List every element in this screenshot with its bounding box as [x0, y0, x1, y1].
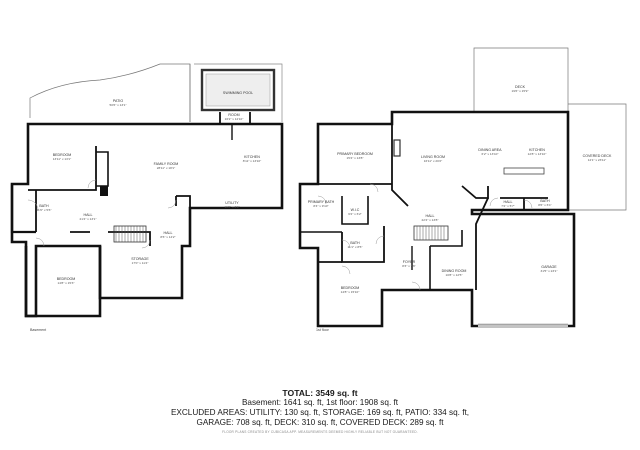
deck-outline — [473, 47, 569, 112]
stair-block — [96, 151, 109, 187]
label-living: LIVING ROOM — [421, 155, 445, 159]
label-wic: W.I.C — [351, 208, 360, 212]
dim-bath-b: 11'6" x 5'6" — [36, 208, 51, 212]
garage-entry-wall — [475, 197, 489, 290]
dim-wic: 6'2" x 6'2" — [348, 212, 362, 216]
patio-outline — [29, 63, 191, 122]
dim-hall2-1f: 7'2" x 5'7" — [501, 204, 515, 208]
label-pool: SWIMMING POOL — [223, 91, 253, 95]
floor-label-basement: Basement — [30, 328, 46, 332]
dim-hall2-b: 8'6" x 14'2" — [160, 235, 175, 239]
dim-deck: 19'6" x 15'9" — [512, 89, 529, 93]
dim-primary-bath: 8'4" x 9'10" — [313, 204, 328, 208]
label-foyer: FOYER — [403, 260, 416, 264]
room-walls — [219, 112, 251, 124]
floor-plan-drawing: PATIO 50'6" x 13'1" SWIMMING POOL ROOM 1… — [10, 47, 627, 332]
label-deck: DECK — [515, 85, 526, 89]
first-outer-walls — [298, 110, 576, 328]
basement-left-wall — [10, 184, 36, 234]
basement-door-swings — [27, 179, 177, 249]
label-kitchen-1f: KITCHEN — [529, 148, 545, 152]
label-covered-deck: COVERED DECK — [583, 154, 612, 158]
dim-bedroom2: 14'8" x 15'3" — [58, 281, 75, 285]
kitchen-island — [503, 167, 545, 175]
label-primary-bath: PRIMARY BATH — [308, 200, 335, 204]
dim-primary-bedroom: 15'4" x 13'8" — [347, 156, 364, 160]
label-bedroom-1f: BEDROOM — [341, 286, 360, 290]
dim-storage: 17'0" x 11'4" — [132, 261, 149, 265]
pool-surround — [194, 63, 283, 122]
wic-wall — [341, 196, 369, 225]
excluded-areas-1: EXCLUDED AREAS: UTILITY: 130 sq. ft, STO… — [170, 408, 470, 418]
dim-dining-room: 10'8" x 12'5" — [446, 273, 463, 277]
utility-wall — [175, 195, 191, 208]
dim-foyer: 8'3" x 7'6" — [402, 264, 416, 268]
area-summary: TOTAL: 3549 sq. ft Basement: 1641 sq. ft… — [0, 388, 640, 435]
kitchen-hall-wall — [500, 197, 548, 210]
living-right-angle — [461, 185, 489, 199]
dim-bath-1f: 11'1" x 8'5" — [347, 245, 362, 249]
label-bedroom1: BEDROOM — [53, 153, 72, 157]
label-hall2-1f: HALL — [504, 200, 513, 204]
disclaimer: FLOOR PLANS CREATED BY CUBICASA APP. MEA… — [222, 429, 418, 434]
dim-dining-area: 6'2" x 13'10" — [482, 152, 499, 156]
hall-wall — [70, 231, 151, 246]
basement-stairs — [113, 225, 147, 243]
label-hall2-b: HALL — [164, 231, 173, 235]
bath-wall-1f — [341, 226, 385, 263]
label-bath-1f: BATH — [350, 241, 360, 245]
basement-lower-bedroom — [24, 246, 102, 318]
label-primary-bedroom: PRIMARY BEDROOM — [337, 152, 373, 156]
covered-deck-outline — [568, 103, 627, 211]
floor-label-first: 1st floor — [316, 328, 330, 332]
total-area: TOTAL: 3549 sq. ft — [282, 388, 358, 398]
label-bath2-1f: BATH — [540, 199, 550, 203]
excluded-areas-2: GARAGE: 708 sq. ft, DECK: 310 sq. ft, CO… — [196, 418, 444, 428]
label-hall-1f: HALL — [426, 214, 435, 218]
dim-kitchen-b: 8'11" x 13'10" — [243, 159, 261, 163]
dim-kitchen-1f: 12'8" x 13'10" — [528, 152, 547, 156]
bedroom1-wall — [28, 146, 97, 191]
label-kitchen-b: KITCHEN — [244, 155, 260, 159]
first-floor-plan: DECK 19'6" x 15'9" COVERED DECK 12'1" x … — [298, 47, 627, 332]
living-left-wall — [391, 124, 409, 207]
label-storage: STORAGE — [131, 257, 149, 261]
swimming-pool-inner — [205, 73, 271, 107]
first-door-swings — [317, 183, 533, 291]
label-family: FAMILY ROOM — [154, 162, 179, 166]
label-bedroom2: BEDROOM — [57, 277, 76, 281]
dim-family: 28'11" x 18'1" — [157, 166, 175, 170]
dim-bath2-1f: 8'6" x 6'1" — [538, 203, 552, 207]
dim-bedroom1: 13'11" x 13'1" — [53, 157, 71, 161]
fireplace — [100, 186, 108, 196]
dim-garage: 31'5" x 23'1" — [541, 269, 558, 273]
label-hall-b: HALL — [84, 213, 93, 217]
basement-plan: PATIO 50'6" x 13'1" SWIMMING POOL ROOM 1… — [10, 63, 284, 332]
dim-living: 16'11" x 20'2" — [424, 159, 442, 163]
dim-hall-b: 21'4" x 13'1" — [80, 217, 97, 221]
label-patio: PATIO — [113, 99, 123, 103]
dim-utility: 16'0" x 6'4" — [224, 205, 239, 209]
label-utility: UTILITY — [225, 201, 239, 205]
label-room: ROOM — [228, 113, 239, 117]
label-dining-room: DINING ROOM — [442, 269, 467, 273]
dim-room: 16'2" x 12'10" — [225, 117, 244, 121]
dining-room-wall — [429, 230, 463, 290]
label-bath-b: BATH — [39, 204, 49, 208]
dim-hall-1f: 22'4" x 13'8" — [422, 218, 439, 222]
label-dining-area: DINING AREA — [478, 148, 502, 152]
dim-covered-deck: 12'1" x 23'11" — [588, 158, 606, 162]
label-garage: GARAGE — [541, 265, 557, 269]
fireplace-1f — [393, 139, 401, 157]
dim-bedroom-1f: 14'8" x 15'10" — [341, 290, 360, 294]
floor-areas: Basement: 1641 sq. ft, 1st floor: 1908 s… — [241, 398, 399, 407]
dim-patio: 50'6" x 13'1" — [110, 103, 127, 107]
first-floor-stairs — [413, 225, 449, 241]
